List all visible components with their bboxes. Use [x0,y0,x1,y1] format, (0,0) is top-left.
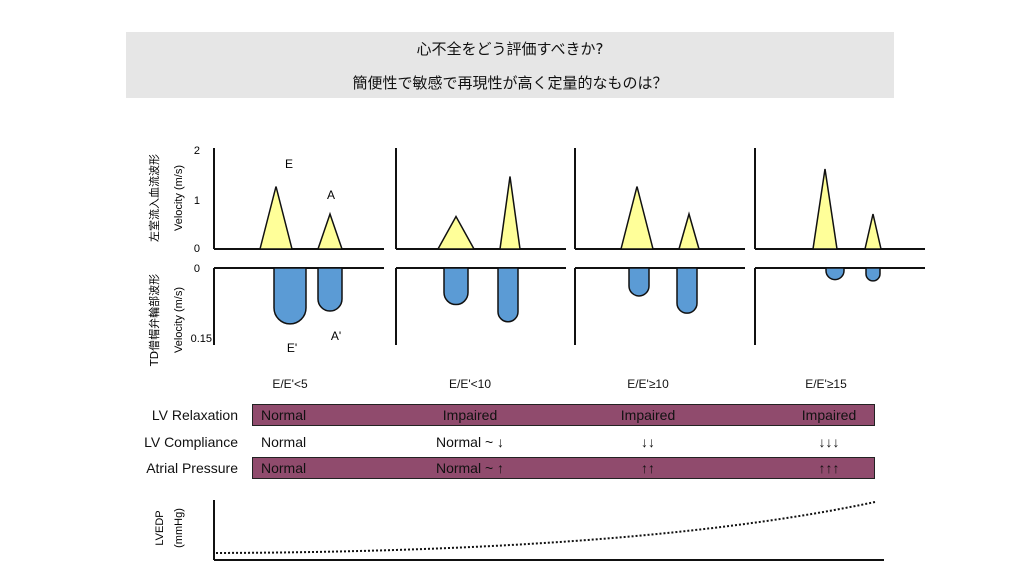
atrial-2: Normal ~ ↑ [435,460,505,476]
e-prime-wave-4 [825,267,845,281]
row-label-relaxation: LV Relaxation [151,407,238,423]
e-wave-1 [259,186,293,250]
e-wave-3 [620,186,654,250]
bottom-tick-015: 0.15 [191,333,212,345]
relaxation-2: Impaired [442,407,498,423]
ratio-2: E/E'<10 [449,377,491,391]
bottom-jp-label: TD僧帽弁輪部波形 [147,274,161,367]
a-wave-4 [864,213,882,250]
atrial-band [252,457,875,479]
title-line-2: 簡便性で敏感で再現性が高く定量的なものは？ [352,74,668,92]
a-wave-3 [678,211,700,250]
compliance-2: Normal ~ ↓ [435,434,505,450]
title-line-1: 心不全をどう評価すべきか? [416,40,604,58]
top-jp-label: 左室流入血流波形 [147,154,161,242]
e-prime-wave-1 [273,267,307,325]
ratio-1: E/E'<5 [272,377,308,391]
label-e-prime: E' [287,341,297,355]
a-wave-2 [499,176,521,250]
compliance-4: ↓↓↓ [818,434,840,450]
row-label-compliance: LV Compliance [144,434,238,450]
top-tick-1: 1 [194,195,200,207]
atrial-1: Normal [261,460,307,476]
e-wave-2 [436,214,476,250]
bottom-y-label: Velocity (m/s) [173,287,185,353]
lvedp-curve [215,501,876,554]
label-a: A [327,188,335,202]
bottom-tick-0: 0 [194,263,200,275]
relaxation-1: Normal [261,407,307,423]
a-prime-wave-4 [865,267,881,282]
e-prime-wave-2 [443,267,469,306]
ratio-3: E/E'≥10 [627,377,669,391]
lvedp-label: LVEDP [154,510,166,545]
a-prime-wave-1 [317,267,343,312]
relaxation-band [252,404,875,426]
label-a-prime: A' [331,329,341,343]
top-tick-2: 2 [194,145,200,157]
waveforms [213,148,925,345]
a-prime-wave-3 [676,267,698,314]
lvedp-unit: (mmHg) [173,508,185,548]
relaxation-3: Impaired [620,407,676,423]
top-y-label: Velocity (m/s) [173,165,185,231]
row-label-atrial: Atrial Pressure [146,460,238,476]
e-prime-wave-3 [628,267,650,297]
top-tick-0: 0 [194,243,200,255]
compliance-3: ↓↓ [641,434,655,450]
label-e: E [285,157,293,171]
atrial-3: ↑↑ [641,460,655,476]
title-banner: 心不全をどう評価すべきか? 簡便性で敏感で再現性が高く定量的なものは？ [126,32,894,98]
compliance-1: Normal [261,434,307,450]
e-wave-4 [812,168,838,250]
relaxation-4: Impaired [801,407,857,423]
a-prime-wave-2 [497,267,519,323]
a-wave-1 [316,211,344,250]
atrial-4: ↑↑↑ [818,460,840,476]
ratio-4: E/E'≥15 [805,377,847,391]
